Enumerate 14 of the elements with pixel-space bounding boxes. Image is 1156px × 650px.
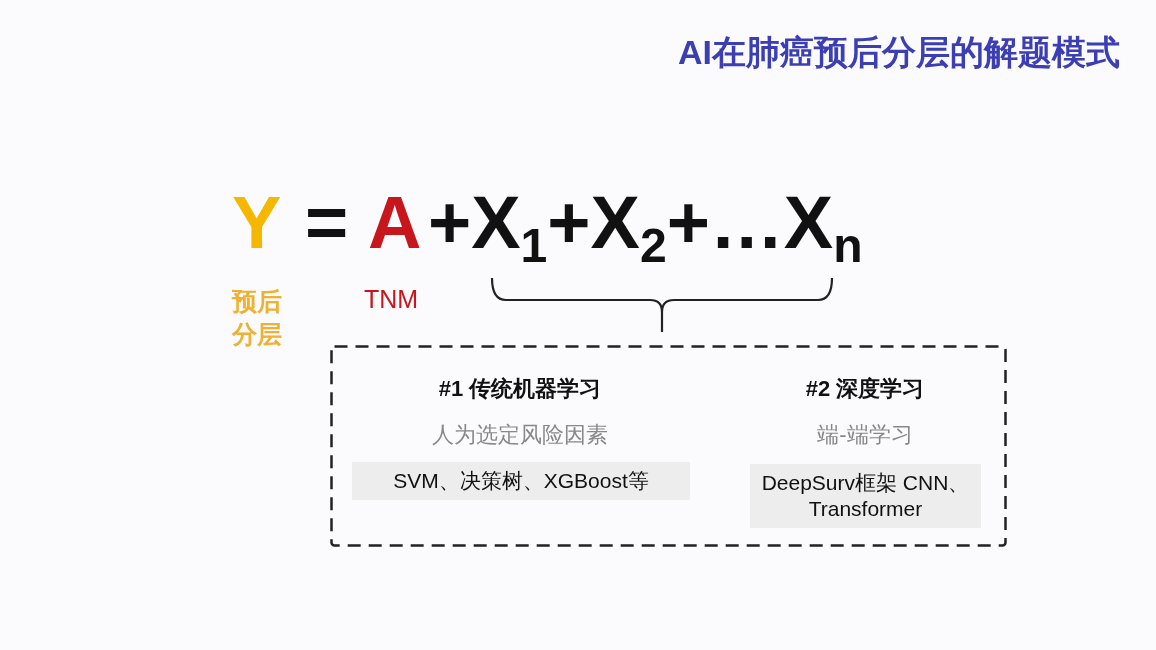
formula-symbol: Y: [232, 180, 283, 265]
method-box: SVM、决策树、XGBoost等: [352, 462, 690, 500]
heading: #2 深度学习: [804, 375, 926, 403]
formula-terms: +X$_{1}$+X$_{2}$+…X$_{n}$: [428, 180, 864, 274]
formula-symbol: A: [368, 180, 423, 265]
dashed-frame: [330, 345, 1007, 547]
label: TNM: [364, 285, 420, 314]
formula-symbol: =: [305, 180, 350, 265]
slide-title: AI在肺癌预后分层的解题模式: [677, 32, 1120, 73]
label: 预后分层: [232, 286, 283, 350]
subheading: 人为选定风险因素: [431, 421, 609, 449]
method-box: DeepSurv框架 CNN、Transformer: [750, 464, 981, 528]
subheading: 端-端学习: [816, 421, 914, 449]
heading: #1 传统机器学习: [437, 375, 603, 403]
